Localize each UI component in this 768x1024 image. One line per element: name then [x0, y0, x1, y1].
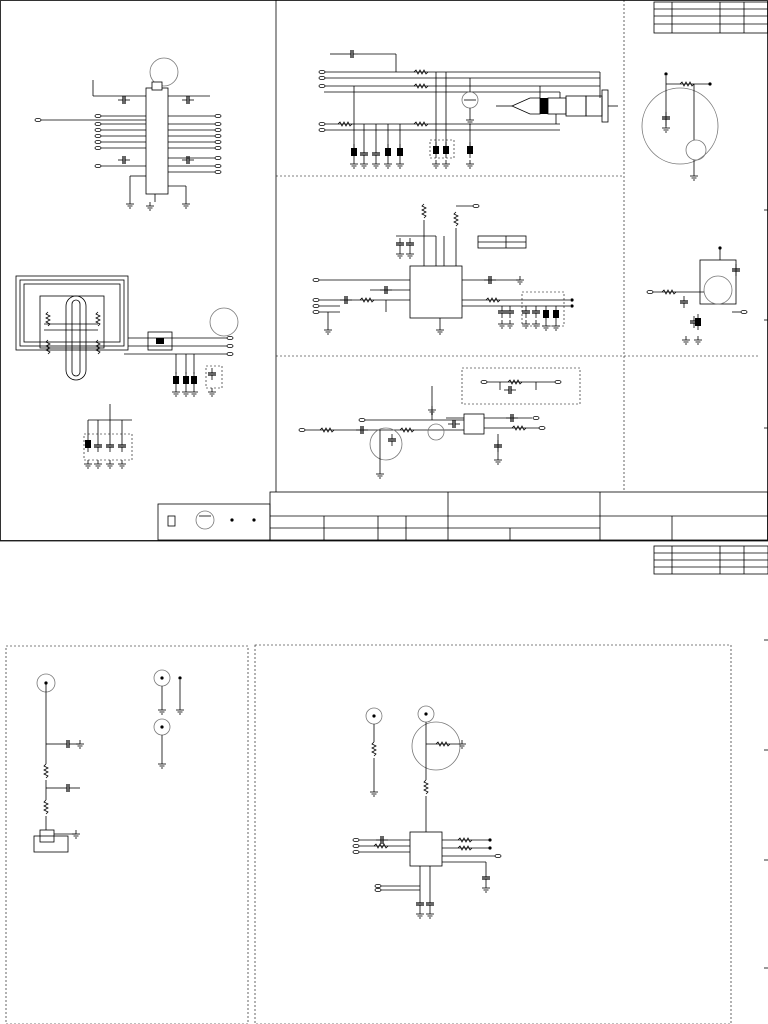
power-chain-left	[33, 669, 185, 853]
revision-table-2	[653, 545, 768, 575]
ic-block-lower	[298, 367, 581, 479]
loop-antenna-block	[15, 275, 239, 397]
right-column-circuits	[641, 72, 748, 345]
edge-ticks	[764, 209, 768, 969]
connector-block-top-left	[34, 57, 222, 211]
page-1	[0, 0, 768, 541]
title-block-1	[157, 491, 768, 541]
page-2	[0, 209, 768, 1024]
revision-table-1	[653, 1, 768, 34]
rf-connector-block	[318, 49, 618, 169]
ic-block-middle	[312, 203, 574, 335]
ic-block-page-2	[352, 705, 502, 919]
capacitor-bank-left	[83, 404, 133, 469]
